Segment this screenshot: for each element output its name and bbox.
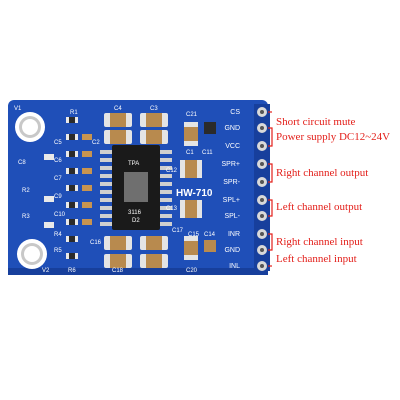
label-c2: C2 (92, 140, 100, 146)
label-v1: V1 (14, 106, 22, 112)
label-c9: C9 (54, 194, 62, 200)
label-c16: C16 (90, 240, 102, 246)
label-c8: C8 (18, 160, 26, 166)
label-c10: C10 (54, 212, 66, 218)
annotation-power-supply: Power supply DC12~24V (276, 131, 391, 143)
label-c11: C11 (202, 150, 213, 156)
pin-label-cs: CS (230, 109, 240, 116)
mounting-hole-bottom (17, 239, 47, 269)
pin-header-pads (257, 107, 267, 271)
pin-labels: CS GND VCC SPR+ SPR- SPL+ SPL- INR GND I… (222, 109, 241, 270)
label-c15: C15 (188, 232, 200, 238)
chip-marking-2: 3116 (128, 210, 142, 216)
label-c17: C17 (172, 228, 184, 234)
pin-label-spr-plus: SPR+ (222, 161, 240, 168)
label-r6: R6 (68, 268, 76, 274)
pin-label-spl-plus: SPL+ (223, 197, 240, 204)
label-c5: C5 (54, 140, 62, 146)
label-c13: C13 (166, 206, 178, 212)
label-c18: C18 (112, 268, 124, 274)
label-c3: C3 (150, 106, 158, 112)
pin-label-vcc: VCC (225, 143, 240, 150)
pin-label-gnd-bottom: GND (224, 247, 240, 254)
annotation-brackets (268, 111, 273, 267)
amplifier-chip: TPA 3116 D2 (100, 145, 172, 230)
annotation-short-circuit-mute: Short circuit mute (276, 116, 356, 128)
annotation-right-channel-input: Right channel input (276, 236, 363, 248)
label-c21: C21 (186, 112, 198, 118)
annotation-left-channel-input: Left channel input (276, 253, 357, 265)
pin-label-inl: INL (229, 263, 240, 270)
right-capacitors (180, 122, 216, 260)
label-c12: C12 (166, 168, 178, 174)
label-r4: R4 (54, 232, 62, 238)
smd-left-column-bodies (69, 117, 75, 259)
label-c14: C14 (204, 232, 216, 238)
label-c4: C4 (114, 106, 122, 112)
label-c20: C20 (186, 268, 198, 274)
chip-marking-1: TPA (128, 161, 139, 167)
pin-label-gnd-top: GND (224, 125, 240, 132)
annotation-left-channel-output: Left channel output (276, 201, 363, 213)
label-r5: R5 (54, 248, 62, 254)
label-r3: R3 (22, 214, 30, 220)
label-c6: C6 (54, 158, 62, 164)
label-c7: C7 (54, 176, 62, 182)
label-r2: R2 (22, 188, 30, 194)
chip-marking-3: D2 (132, 218, 140, 224)
board-model-label: HW-710 (176, 188, 213, 199)
smd-mid-column (82, 134, 92, 225)
component-labels: C21 C1 C11 C12 C13 C15 C14 C16 C17 C18 C… (14, 106, 216, 274)
pin-label-spr-minus: SPR- (223, 179, 240, 186)
pcb-shadow-edge (8, 268, 268, 275)
label-r1: R1 (70, 110, 78, 116)
pin-label-inr: INR (228, 231, 240, 238)
label-c1: C1 (186, 150, 194, 156)
pin-label-spl-minus: SPL- (224, 213, 240, 220)
label-v2: V2 (42, 268, 50, 274)
mounting-hole-top (15, 112, 45, 142)
annotation-right-channel-output: Right channel output (276, 167, 369, 179)
capacitor-pairs (104, 113, 168, 268)
